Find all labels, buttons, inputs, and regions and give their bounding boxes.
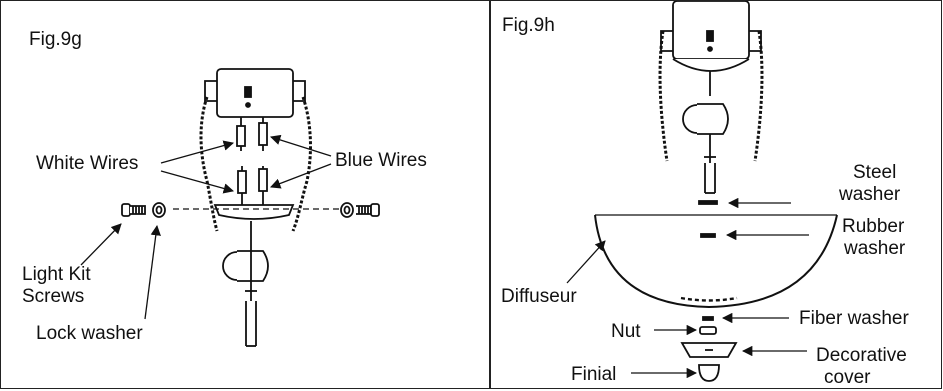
fiber-washer-label: Fiber washer [799, 308, 909, 329]
lock-washer-label: Lock washer [36, 323, 143, 344]
left-housing-tab [204, 80, 217, 102]
lock-washer-label-arrow [144, 224, 161, 320]
diffuseur-arrow [566, 240, 606, 284]
left-light-kit-screw [121, 203, 146, 217]
lower-blue-wire-connector [258, 168, 268, 192]
blue-wires-label: Blue Wires [335, 150, 427, 171]
diffuser-bowl [594, 214, 838, 309]
nut [699, 326, 717, 335]
right-pull-chain [291, 96, 312, 232]
switch-housing [216, 68, 294, 118]
white-wires-label: White Wires [36, 153, 139, 174]
figure-9g-title: Fig.9g [29, 29, 82, 50]
white-wires-arrow-lower [160, 170, 235, 194]
right-pull-chain [753, 30, 764, 162]
decorative-cover-label-line2: cover [824, 367, 871, 388]
finial-label: Finial [571, 364, 617, 385]
right-light-kit-screw [356, 203, 380, 217]
white-wires-arrow-upper [160, 140, 235, 164]
screw-label-arrow [80, 223, 122, 266]
lower-white-wire-connector [237, 170, 247, 194]
nut-label: Nut [611, 321, 641, 342]
left-pull-chain [199, 96, 219, 232]
rubber-washer-label-line2: washer [844, 238, 906, 259]
light-kit-screws-label-line1: Light Kit [22, 264, 91, 285]
steel-washer-label-line2: washer [839, 184, 901, 205]
right-housing-tab [293, 80, 306, 102]
upper-blue-wire-connector [258, 122, 268, 146]
blue-wires-arrow-lower [270, 163, 332, 189]
figure-9h-panel: Fig.9h [490, 0, 942, 389]
upper-white-wire-connector [236, 125, 246, 147]
fiber-washer [702, 316, 714, 321]
steel-washer-label-line1: Steel [853, 162, 897, 183]
light-kit-screws-label-line2: Screws [22, 286, 85, 307]
rubber-washer [700, 233, 716, 238]
left-lock-washer [152, 202, 166, 218]
decorative-cover-label-line1: Decorative [816, 345, 907, 366]
figure-9h-title: Fig.9h [502, 15, 555, 36]
light-kit-wiring-illustration [80, 68, 380, 347]
figure-9g-panel: Fig.9g [0, 0, 490, 389]
blue-wires-arrow-upper [270, 134, 332, 157]
light-kit-plate [213, 204, 295, 220]
finial [698, 364, 720, 382]
diffuseur-label: Diffuseur [501, 286, 577, 307]
steel-washer [698, 200, 718, 205]
diffuser-assembly-illustration [566, 1, 838, 382]
right-lock-washer [340, 202, 354, 218]
left-pull-chain [658, 30, 669, 162]
rubber-washer-label-line1: Rubber [842, 216, 905, 237]
